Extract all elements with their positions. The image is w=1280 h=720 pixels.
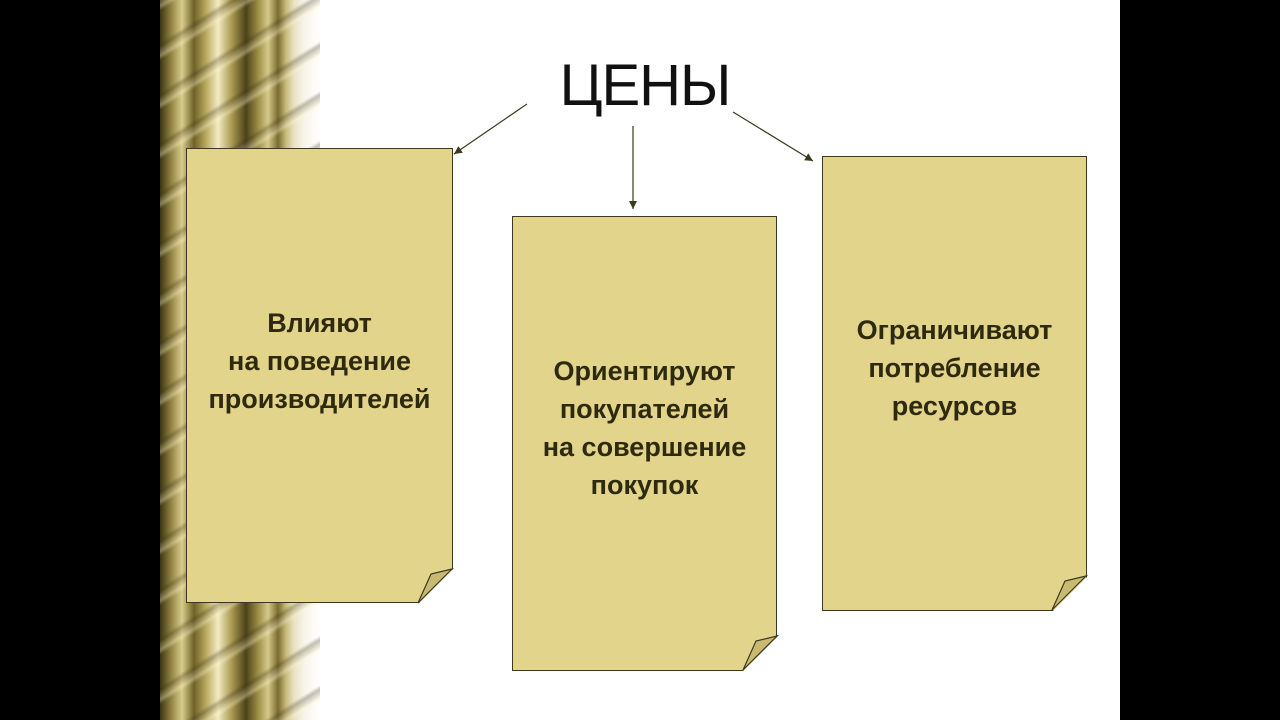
card-buyers-text: Ориентируют покупателей на совершение по… [542,356,747,500]
card-buyers: Ориентируют покупателей на совершение по… [512,216,777,671]
card-producers-text: Влияют на поведение производителей [208,308,431,414]
diagram-title: ЦЕНЫ [559,53,732,118]
card-resources-text: Ограничивают потребление ресурсов [856,315,1053,421]
arrow-to-left-card [453,103,528,155]
card-producers: Влияют на поведение производителей [186,148,453,603]
arrow-to-right-card [732,111,814,162]
card-resources: Ограничивают потребление ресурсов [822,156,1087,611]
